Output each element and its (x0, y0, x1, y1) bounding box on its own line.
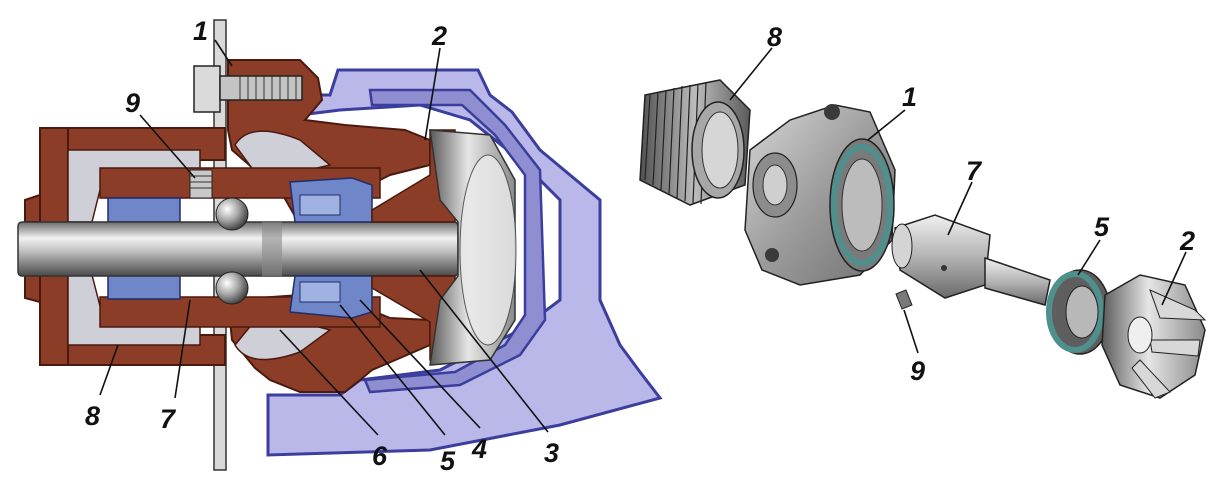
leader-line (903, 309, 919, 354)
shaft-groove (262, 222, 282, 276)
leader-line (424, 47, 441, 141)
leader-line (1161, 251, 1187, 306)
mounting-bolt-shank (219, 75, 303, 101)
mounting-bolt-head (193, 65, 221, 113)
leader-line (419, 269, 549, 433)
leader-line (359, 299, 481, 429)
housing-inner-channel (363, 88, 547, 394)
leader-line (279, 329, 379, 436)
leader-line (1077, 239, 1101, 276)
bearing-ball (215, 271, 249, 305)
bearing-race-upper (107, 197, 181, 223)
engine-housing-section (266, 68, 663, 457)
grease-plug (189, 169, 213, 199)
callout-label: 4 (471, 434, 487, 464)
callout-label: 5 (1094, 212, 1110, 242)
callout-label: 9 (125, 88, 140, 118)
leader-line (867, 109, 906, 141)
leader-line (174, 299, 191, 399)
leader-line (339, 304, 446, 436)
callout-label: 6 (372, 441, 388, 471)
callout-label: 8 (85, 401, 100, 431)
callout-label: 2 (431, 21, 447, 51)
exploded-view: 8 1 7 5 2 9 (639, 22, 1207, 399)
callout-label: 3 (544, 438, 559, 468)
callout-label: 9 (910, 356, 925, 386)
leader-line (947, 181, 973, 236)
callout-label: 1 (902, 82, 917, 112)
grease-plug-part (895, 289, 913, 310)
pump-housing-part (744, 104, 896, 286)
leader-line (729, 47, 773, 101)
leader-line (139, 114, 196, 179)
callout-label: 2 (1179, 226, 1195, 256)
bearing-race-lower (107, 274, 181, 300)
leader-line (99, 344, 119, 396)
callout-label: 1 (193, 16, 208, 46)
shaft-bearing-part (891, 214, 1051, 306)
shaft-section (17, 221, 459, 277)
callout-label: 7 (160, 404, 177, 434)
seal-part (1046, 269, 1111, 355)
bearing-ball (215, 197, 249, 231)
leader-line (214, 39, 233, 67)
callout-label: 8 (767, 22, 782, 52)
cross-section-view: 1 2 9 8 7 6 5 4 3 (17, 16, 663, 476)
toothed-pulley (639, 79, 751, 206)
impeller-part (1101, 274, 1207, 399)
callout-label: 7 (966, 156, 983, 186)
callout-label: 5 (440, 446, 456, 476)
